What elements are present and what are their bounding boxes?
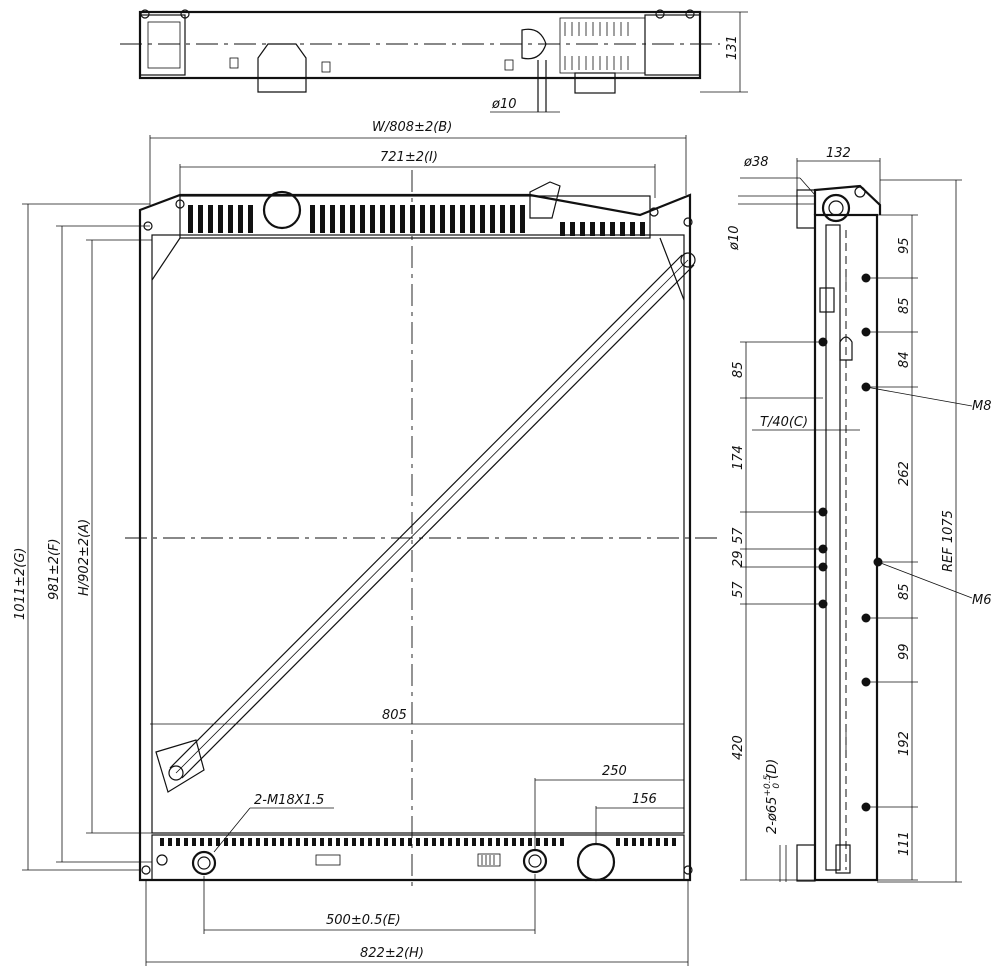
dim-thickness-c: T/40(C)	[760, 415, 808, 430]
top-bottom-outlet	[257, 43, 307, 93]
side-bottom-pipe	[835, 844, 851, 874]
side-top-pipe	[821, 193, 851, 223]
dim-left-174: 174	[731, 445, 746, 470]
dim-thread: 2-M18X1.5	[254, 793, 324, 808]
top-view-outline	[138, 10, 702, 80]
dim-height-f: 981±2(F)	[47, 538, 62, 600]
dim-right-95: 95	[897, 237, 912, 254]
front-view: W/808±2(B) 721±2(I) 805 250 156 2-M18X1.…	[13, 120, 720, 966]
top-right-tank	[644, 14, 701, 76]
brace-bottom-bolt	[168, 765, 184, 781]
dim-side-dia10: ø10	[727, 226, 742, 252]
dim-left-57a: 57	[731, 527, 746, 544]
dim-left-85: 85	[731, 361, 746, 378]
side-left-dims	[740, 341, 823, 881]
core-outline	[151, 234, 685, 834]
dim-805: 805	[382, 708, 407, 723]
upper-tank	[179, 195, 651, 239]
drain-plug-left	[191, 850, 217, 876]
dim-250: 250	[602, 764, 627, 779]
dim-right-262: 262	[897, 461, 912, 486]
label-m8: M8	[972, 399, 992, 414]
dim-right-111: 111	[897, 831, 912, 856]
top-fins	[564, 22, 629, 70]
drain-plug-right	[522, 848, 548, 874]
dim-width-i: 721±2(I)	[380, 150, 438, 165]
dim-left-420: 420	[731, 735, 746, 760]
side-filler	[796, 189, 816, 229]
top-right-outlet	[574, 72, 616, 94]
dim-side-depth: 132	[826, 146, 851, 161]
dim-width-h: 822±2(H)	[360, 946, 424, 961]
dim-left-57b: 57	[731, 581, 746, 598]
dim-right-85b: 85	[897, 583, 912, 600]
label-m6: M6	[972, 593, 992, 608]
side-view: 132 ø38 ø10 T/40(C) 85 174 57 29 57 420	[727, 146, 992, 883]
dim-top-height: 131	[725, 35, 740, 60]
upper-tank-fins	[188, 205, 645, 236]
dim-right-85a: 85	[897, 297, 912, 314]
dim-height-a: H/902±2(A)	[77, 519, 92, 596]
dim-width-e: 500±0.5(E)	[326, 913, 401, 928]
dim-width-b: W/808±2(B)	[372, 120, 452, 135]
dim-height-g: 1011±2(G)	[13, 548, 28, 620]
dim-ref-total: REF 1075	[941, 510, 956, 572]
dim-left-29: 29	[731, 550, 746, 567]
side-mounting-holes	[818, 273, 883, 812]
top-view: ø10 131	[120, 9, 748, 113]
upper-inlet-pipe	[262, 190, 302, 230]
dim-side-dia38: ø38	[743, 155, 769, 170]
lower-tank	[151, 834, 685, 881]
lower-outlet-pipe	[576, 842, 616, 882]
brace-top-bolt	[680, 252, 696, 268]
dim-right-84: 84	[897, 351, 912, 368]
dim-pipe-d: 2-ø65+0.50(D)	[763, 759, 782, 834]
dim-156: 156	[632, 792, 657, 807]
dim-top-pin: ø10	[491, 97, 517, 112]
diagonal-brace	[155, 252, 696, 793]
dim-right-192: 192	[897, 731, 912, 756]
top-left-tank	[139, 14, 186, 76]
dim-right-99: 99	[897, 643, 912, 660]
upper-filler-neck	[529, 181, 561, 219]
side-right-dims	[866, 179, 962, 883]
lower-tank-fins	[160, 838, 676, 846]
side-core	[825, 224, 841, 871]
